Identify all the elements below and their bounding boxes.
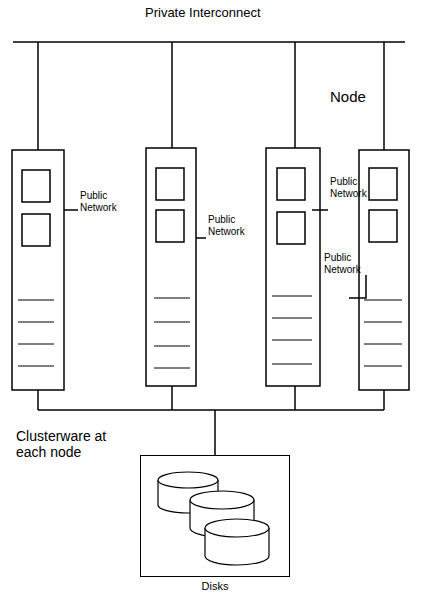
server-bay	[369, 168, 397, 200]
node-label: Node	[330, 88, 390, 105]
interconnect-drop	[37, 42, 39, 150]
storage-drop	[171, 386, 173, 410]
network-label: Public Network	[80, 190, 136, 213]
storage-bus	[38, 409, 384, 411]
public-network-stub	[312, 209, 328, 211]
server-node	[266, 148, 320, 386]
server-bay	[277, 212, 305, 244]
interconnect-drop	[383, 42, 385, 150]
interconnect-drop	[171, 42, 173, 148]
network-label: Public Network	[324, 252, 380, 275]
network-label: Public Network	[330, 176, 386, 199]
bus-label: Private Interconnect	[145, 6, 285, 21]
server-bay	[277, 168, 305, 200]
server-bay	[369, 210, 397, 242]
network-label: Public Network	[208, 214, 264, 237]
interconnect-bus	[13, 41, 405, 43]
public-network-stub	[196, 237, 206, 239]
clusterware-label: Clusterware at each node	[16, 428, 134, 460]
storage-link	[214, 410, 216, 455]
interconnect-drop	[294, 42, 296, 148]
storage-label: Disks	[141, 580, 289, 592]
storage-drop	[383, 390, 385, 410]
server-bay	[22, 214, 50, 246]
storage-box: Disks	[140, 455, 290, 577]
disk-cylinders	[158, 472, 269, 565]
storage-drop	[294, 386, 296, 410]
public-network-stub	[64, 209, 78, 211]
storage-drop	[37, 390, 39, 410]
server-bay	[156, 168, 184, 200]
server-bay	[156, 210, 184, 242]
public-network-stub	[349, 275, 366, 298]
server-node	[359, 150, 409, 390]
server-slots	[18, 296, 402, 368]
server-bay	[22, 170, 50, 202]
server-node	[146, 148, 196, 386]
server-node	[12, 150, 64, 390]
